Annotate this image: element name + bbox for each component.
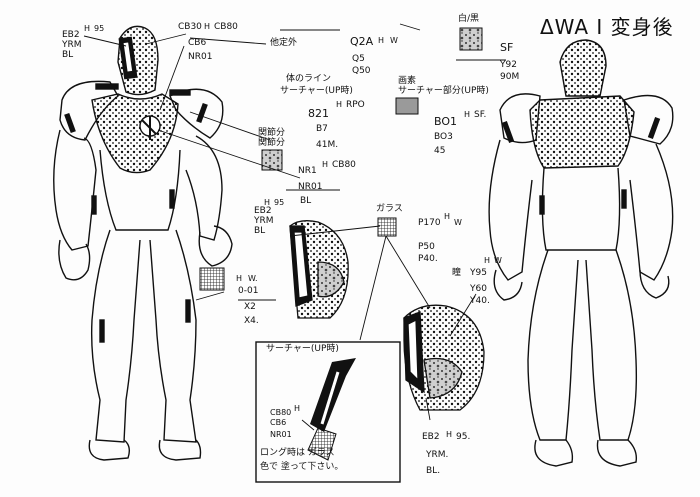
label-face-note1: 画素: [398, 76, 417, 86]
swatch-joint: [261, 149, 283, 171]
head-detail-side: [289, 220, 349, 319]
label-yrm-head: YRM: [254, 216, 274, 226]
swatch-o01: [199, 267, 225, 291]
label-other: 他定外: [270, 38, 298, 48]
label-sf: SF: [500, 41, 514, 54]
label-45: 45: [434, 146, 446, 156]
label-rpo-h: H: [336, 100, 343, 109]
label-x2: X2: [244, 302, 256, 312]
label-rpo: RPO: [346, 100, 365, 110]
label-bl-low: BL.: [426, 466, 441, 476]
label-q50: Q50: [352, 66, 371, 76]
label-cb80: CB80: [214, 22, 238, 32]
label-q5: Q5: [352, 54, 365, 64]
label-bo1: BO1: [434, 115, 458, 128]
label-821: 821: [308, 107, 329, 120]
label-eb2-num: 95: [94, 24, 105, 33]
label-line-note: 体のライン: [286, 74, 332, 84]
sheet-title: ΔWA I 変身後: [540, 15, 674, 39]
label-joint-note1: 関節分: [258, 128, 286, 138]
label-y92: Y92: [500, 60, 517, 70]
label-o01: 0-01: [238, 286, 259, 296]
label-nr1-h: H: [322, 160, 329, 169]
label-nr01: NR01: [188, 52, 213, 62]
swatch-bo1: [395, 97, 419, 115]
label-group-eb2-top: EB2 YRM BL: [62, 30, 82, 60]
label-y95: Y95: [470, 268, 487, 278]
swatch-sf: [459, 27, 483, 51]
label-inset-note1: ロング時は ガラス: [260, 448, 335, 458]
label-41m: 41M.: [316, 140, 339, 150]
label-cb80-in: CB80: [270, 408, 292, 417]
front-figure: [53, 25, 233, 461]
head-detail-front: [403, 304, 485, 411]
label-eb2-h: H: [84, 24, 91, 33]
label-b7: B7: [316, 124, 328, 134]
label-x4: X4.: [244, 316, 259, 326]
label-group-eb2-head: EB2 YRM BL: [254, 206, 274, 236]
label-yrm-low: YRM.: [426, 450, 449, 460]
label-o01-w: W.: [248, 274, 258, 283]
label-face-note2: サーチャー部分(UP時): [398, 86, 489, 96]
swatch-glass: [377, 217, 397, 237]
back-figure: [488, 39, 674, 467]
label-bo3: BO3: [434, 132, 453, 142]
leader-lines: [83, 23, 506, 431]
label-o01-h: H: [236, 274, 243, 283]
label-bl: BL: [62, 50, 74, 60]
label-p40: P40.: [418, 254, 438, 264]
label-eb2: EB2: [62, 30, 80, 40]
label-eb2-head: EB2: [254, 206, 272, 216]
label-sf-box: 白/黒: [458, 14, 480, 24]
label-glass: ガラス: [376, 204, 403, 214]
label-nr1: NR1: [298, 166, 317, 176]
label-cb80-in-h: H: [294, 404, 301, 413]
label-eb2-low: EB2: [422, 432, 440, 442]
label-eb2-low-h: H: [446, 430, 453, 439]
label-cb30: CB30: [178, 22, 202, 32]
label-surface-note: サーチャー(UP時): [280, 86, 353, 96]
label-inset-title: サーチャー(UP時): [266, 344, 339, 354]
label-eb2-head-num: 95: [274, 198, 285, 207]
label-p170: P170: [418, 218, 441, 228]
label-p170-h: H: [444, 212, 451, 221]
label-cb6-in: CB6: [270, 418, 287, 427]
label-q2a-h: H: [378, 36, 385, 45]
label-y60: Y60: [470, 284, 487, 294]
label-y95-w: W: [494, 256, 502, 265]
label-cb6: CB6: [188, 38, 207, 48]
label-sf2: SF.: [474, 110, 487, 120]
label-eb2-head-h: H: [264, 198, 271, 207]
label-y40: Y40.: [470, 296, 490, 306]
label-cb30-h: H: [204, 22, 211, 31]
searcher-inset: [255, 341, 401, 483]
label-90m: 90M: [500, 72, 520, 82]
label-q2a: Q2A: [350, 35, 374, 48]
label-p50: P50: [418, 242, 435, 252]
label-bl-head: BL: [254, 226, 266, 236]
label-nr01-mid: NR01: [298, 182, 323, 192]
label-eye: 瞳: [452, 268, 462, 278]
label-inset-note2: 色で 塗って下さい。: [260, 462, 344, 472]
label-p170-w: W: [454, 218, 462, 227]
label-y95-h: H: [484, 256, 491, 265]
label-joint-note2: 関節分: [258, 138, 286, 148]
label-q2a-w: W: [390, 36, 398, 45]
label-yrm: YRM: [62, 40, 82, 50]
label-nr01-in: NR01: [270, 430, 292, 439]
label-bl-mid: BL: [300, 196, 312, 206]
label-eb2-low-num: 95.: [456, 432, 471, 442]
label-bo1-h: H: [464, 110, 471, 119]
label-cb80-mid: CB80: [332, 160, 356, 170]
